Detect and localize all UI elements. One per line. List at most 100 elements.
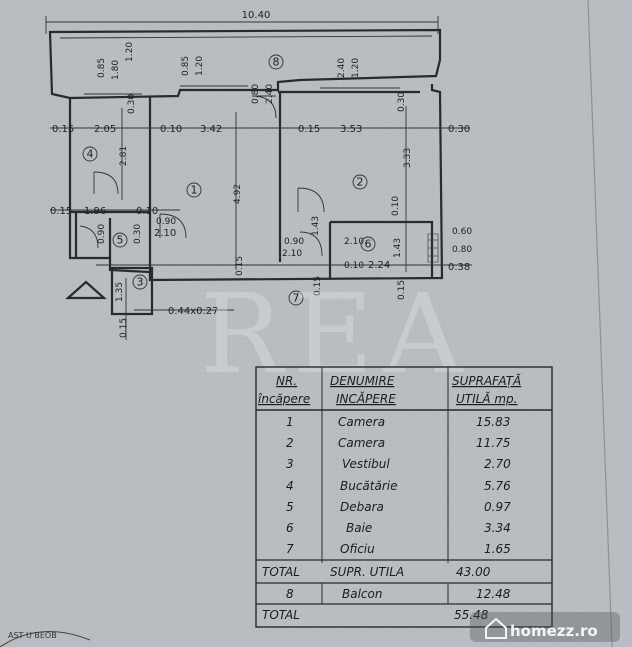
row-7-nr: 7 [286, 542, 294, 556]
dim-label: 0.44x0.27 [168, 306, 218, 317]
watermark: REA [200, 270, 473, 398]
balcon-name: Balcon [342, 587, 382, 601]
dimension-labels: 0.85 1.80 1.20 0.85 1.20 2.40 1.20 0.30 … [50, 42, 472, 338]
dim-label: 0.90 [156, 217, 176, 227]
row-3-name: Vestibul [342, 457, 390, 471]
dim-label: 2.10 [344, 237, 364, 247]
dim-label: 1.20 [351, 58, 361, 78]
dim-label: 0.15 [397, 280, 407, 300]
dim-label: 2.10 [154, 228, 176, 239]
dim-label: 0.15 [313, 276, 323, 296]
row-1-area: 15.83 [476, 415, 510, 429]
dim-label: 0.15 [52, 124, 74, 135]
dim-label: 1.96 [84, 206, 106, 217]
dim-label: 1.20 [195, 56, 205, 76]
dim-label: 0.80 [251, 84, 261, 104]
dim-label: 0.10 [136, 206, 158, 217]
room-number-7: 7 [293, 292, 300, 305]
dim-label: 0.10 [160, 124, 182, 135]
row-4-area: 5.76 [484, 479, 511, 493]
dim-label: 2.40 [337, 58, 347, 78]
dim-label: 0.38 [448, 262, 470, 273]
dim-label: 0.85 [97, 58, 107, 78]
house-icon [485, 617, 507, 639]
dim-label: 0.15 [298, 124, 320, 135]
dim-label: 3.33 [403, 148, 413, 168]
dim-label: 0.30 [127, 94, 137, 114]
header-name-2: INCĂPERE [336, 391, 396, 406]
dim-label: 0.30 [133, 224, 143, 244]
dim-label: 0.85 [181, 56, 191, 76]
row-4-nr: 4 [286, 479, 294, 493]
dim-label: 0.10 [344, 261, 364, 271]
room-numbers: 1 2 3 4 5 6 7 8 [82, 54, 376, 306]
header-area-2: UTILĂ mp. [456, 391, 517, 406]
dim-label: 3.53 [340, 124, 362, 135]
header-nr-1: NR. [276, 374, 297, 388]
legend-table: NR. încăpere DENUMIRE INCĂPERE SUPRAFAȚĂ… [255, 366, 553, 628]
room-number-1: 1 [191, 184, 198, 197]
brand-text: homezz.ro [510, 622, 598, 640]
row-6-name: Baie [346, 521, 372, 535]
watermark-letters: REA [200, 270, 473, 398]
row-2-area: 11.75 [476, 436, 510, 450]
dim-label: 1.20 [125, 42, 135, 62]
dim-label: 0.80 [452, 245, 472, 255]
dim-label: 3.42 [200, 124, 222, 135]
dim-label: 1.43 [393, 238, 403, 258]
total-value: 43.00 [456, 565, 491, 579]
row-6-area: 3.34 [484, 521, 511, 535]
dim-label: 0.15 [50, 206, 72, 217]
dim-label: 2.05 [94, 124, 116, 135]
balcon-nr: 8 [286, 587, 294, 601]
overall-width-label: 10.40 [242, 10, 271, 21]
dim-label: 0.60 [452, 227, 472, 237]
dim-label: 0.15 [119, 318, 129, 338]
dim-label: 2.81 [119, 146, 129, 166]
row-4-name: Bucătărie [340, 479, 398, 493]
total-label: TOTAL [262, 565, 300, 579]
row-2-name: Camera [338, 436, 385, 450]
row-6-nr: 6 [286, 521, 294, 535]
header-name-1: DENUMIRE [330, 374, 395, 388]
row-1-nr: 1 [286, 415, 294, 429]
dim-label: 2.24 [368, 260, 390, 271]
dim-label: 4.92 [233, 184, 243, 204]
room-number-8: 8 [273, 56, 280, 69]
dim-label: 0.90 [284, 237, 304, 247]
dim-label: 0.30 [397, 92, 407, 112]
balcon-area: 12.48 [476, 587, 511, 601]
dim-label: 1.35 [115, 282, 125, 302]
grand-total-label: TOTAL [262, 608, 300, 622]
header-nr-2: încăpere [258, 392, 310, 406]
brand-watermark: homezz.ro [470, 612, 620, 642]
room-number-2: 2 [357, 176, 364, 189]
dim-label: 0.30 [448, 124, 470, 135]
row-5-name: Debara [340, 500, 384, 514]
row-3-nr: 3 [286, 457, 294, 471]
header-area-1: SUPRAFAȚĂ [452, 373, 521, 388]
dim-label: 2.40 [265, 84, 275, 104]
row-1-name: Camera [338, 415, 385, 429]
room-number-6: 6 [365, 238, 372, 251]
dim-label: 1.43 [311, 216, 321, 236]
row-5-area: 0.97 [484, 500, 511, 514]
total-text: SUPR. UTILA [330, 565, 404, 579]
grand-total-value: 55.48 [454, 608, 489, 622]
row-7-area: 1.65 [484, 542, 511, 556]
room-number-5: 5 [117, 234, 124, 247]
dim-label: 1.80 [111, 60, 121, 80]
room-number-4: 4 [87, 148, 94, 161]
row-7-name: Oficiu [340, 542, 375, 556]
dim-label: 2.10 [282, 249, 302, 259]
stamp-text: AST U BEOB [8, 631, 57, 640]
dim-label: 0.90 [97, 224, 107, 244]
stamp: AST U BEOB [0, 631, 91, 647]
dim-label: 0.15 [235, 256, 245, 276]
row-3-area: 2.70 [484, 457, 511, 471]
dim-label: 0.10 [391, 196, 401, 216]
row-5-nr: 5 [286, 500, 294, 514]
room-number-3: 3 [137, 276, 144, 289]
floor-plan: 10.40 [45, 10, 472, 340]
